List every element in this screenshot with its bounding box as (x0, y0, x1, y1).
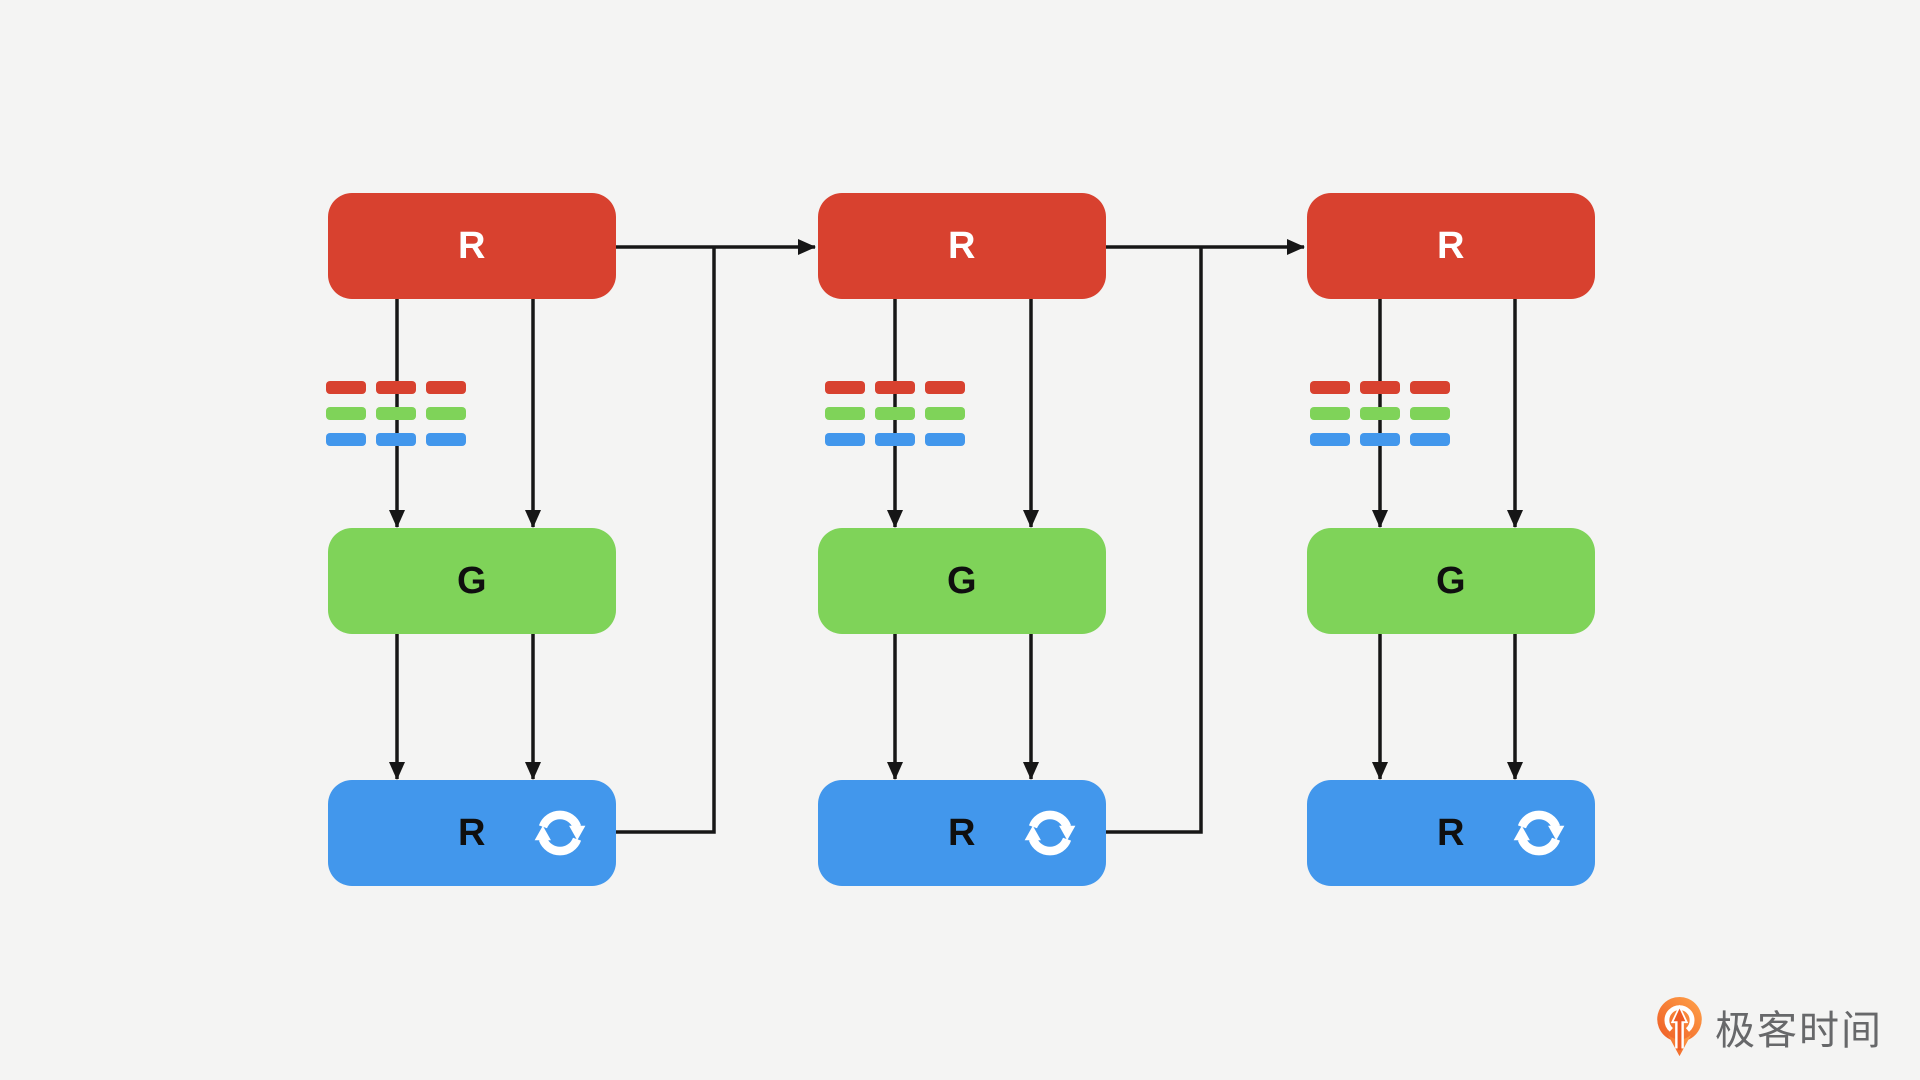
r-box-top: R (1307, 193, 1595, 299)
param-dash-grid (326, 381, 466, 447)
param-dash (925, 433, 965, 446)
param-dash-grid (825, 381, 965, 447)
pipeline-column-2: R G R (818, 0, 1106, 1080)
param-dash-grid (1310, 381, 1450, 447)
r-box-updated: R (328, 780, 616, 886)
r-box-top: R (818, 193, 1106, 299)
refresh-icon (1024, 810, 1076, 856)
param-dash (376, 407, 416, 420)
g-box-label: G (456, 559, 488, 602)
param-dash (1310, 407, 1350, 420)
param-dash (426, 433, 466, 446)
geektime-logo-text: 极客时间 (1715, 1009, 1883, 1053)
param-dash (376, 381, 416, 394)
r-box-updated-label: R (948, 811, 976, 854)
param-dash (1360, 407, 1400, 420)
g-box-label: G (946, 559, 978, 602)
r-box-updated: R (1307, 780, 1595, 886)
r-box-updated-label: R (458, 811, 486, 854)
refresh-icon (534, 810, 586, 856)
param-dash (875, 433, 915, 446)
pipeline-column-3: R G R (1307, 0, 1595, 1080)
param-dash (326, 381, 366, 394)
g-box: G (1307, 528, 1595, 634)
param-dash (825, 407, 865, 420)
r-box-top-label: R (458, 224, 486, 267)
r-box-top-label: R (948, 224, 976, 267)
param-dash (925, 381, 965, 394)
r-box-top-label: R (1437, 224, 1465, 267)
r-box-top: R (328, 193, 616, 299)
geektime-logo: 极客时间 (1655, 995, 1883, 1059)
geektime-pin-icon (1657, 996, 1702, 1057)
g-box: G (818, 528, 1106, 634)
refresh-icon (1513, 810, 1565, 856)
param-dash (1310, 433, 1350, 446)
param-dash (426, 381, 466, 394)
param-dash (1360, 433, 1400, 446)
r-box-updated-label: R (1437, 811, 1465, 854)
param-dash (825, 381, 865, 394)
param-dash (426, 407, 466, 420)
param-dash (925, 407, 965, 420)
param-dash (875, 407, 915, 420)
param-dash (1410, 407, 1450, 420)
param-dash (875, 381, 915, 394)
g-box-label: G (1435, 559, 1467, 602)
param-dash (1410, 381, 1450, 394)
g-box: G (328, 528, 616, 634)
param-dash (1360, 381, 1400, 394)
param-dash (1410, 433, 1450, 446)
param-dash (825, 433, 865, 446)
pipeline-column-1: R G R (326, 0, 616, 1080)
param-dash (326, 407, 366, 420)
r-box-updated: R (818, 780, 1106, 886)
param-dash (376, 433, 416, 446)
param-dash (326, 433, 366, 446)
param-dash (1310, 381, 1350, 394)
